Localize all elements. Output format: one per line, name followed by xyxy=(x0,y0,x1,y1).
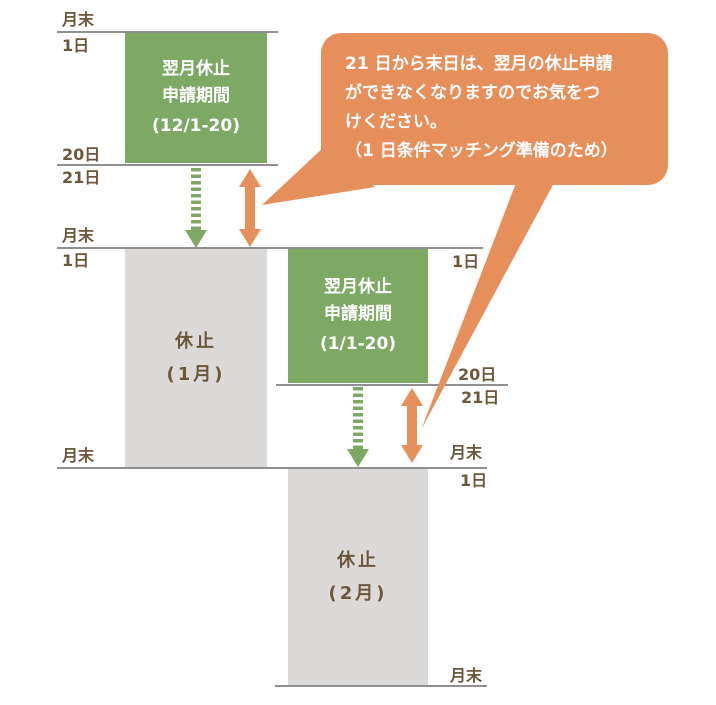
callout-line-2: ができなくなりますのでお気をつ xyxy=(345,83,600,103)
callout-line-3: けください。 xyxy=(345,112,447,132)
label-day21-jan: 21日 xyxy=(461,388,500,407)
line-dec-20-21 xyxy=(57,164,278,166)
apply-period-dec-dates: (12/1-20) xyxy=(152,116,240,136)
label-day1-jan-left: 1日 xyxy=(62,251,90,270)
label-day21-dec: 21日 xyxy=(62,168,101,187)
line-dec-end-jan-start xyxy=(57,247,483,249)
double-headed-arrow2-top-icon xyxy=(401,388,423,406)
label-day20-jan: 20日 xyxy=(458,365,497,384)
line-jan-end-feb-start xyxy=(57,467,487,469)
apply-period-dec-title-line1: 翌月休止 xyxy=(162,59,230,79)
pause-jan-month: (1月) xyxy=(166,364,226,385)
dashed-down-arrowhead-icon xyxy=(185,230,207,248)
apply-period-jan-dates: (1/1-20) xyxy=(319,334,397,354)
callout-line-1: 21 日から末日は、翌月の休止申請 xyxy=(345,54,613,74)
label-month-end-feb: 月末 xyxy=(450,666,483,685)
label-day1-jan-right: 1日 xyxy=(452,252,480,271)
pause-feb-box: 休止 (2月) xyxy=(288,469,428,685)
apply-period-dec-title-line2: 申請期間 xyxy=(162,86,230,106)
pause-feb-title: 休止 xyxy=(337,550,379,571)
label-month-end-jan-left: 月末 xyxy=(62,446,95,465)
apply-period-dec-box: 翌月休止 申請期間 (12/1-20) xyxy=(125,33,267,163)
apply-period-jan-title-line1: 翌月休止 xyxy=(324,277,392,297)
dashed-down-arrowhead2-icon xyxy=(347,449,369,467)
apply-period-jan-title-line2: 申請期間 xyxy=(324,304,392,324)
double-headed-arrow-top-icon xyxy=(239,169,261,187)
callout-tail-icon xyxy=(262,146,375,205)
label-day20-dec: 20日 xyxy=(62,145,101,164)
pause-jan-title: 休止 xyxy=(175,331,217,352)
line-jan-20-21 xyxy=(276,384,508,386)
double-headed-arrow-bottom-icon xyxy=(239,229,261,247)
line-feb-end xyxy=(275,685,487,687)
callout-bubble: 21 日から末日は、翌月の休止申請 ができなくなりますのでお気をつ けください。… xyxy=(321,33,668,185)
label-month-end-jan-right: 月末 xyxy=(450,443,483,462)
callout-tail2-icon xyxy=(421,183,554,430)
pause-feb-month: (2月) xyxy=(328,583,388,604)
line-dec-month-start xyxy=(57,31,278,33)
label-day1-dec: 1日 xyxy=(62,36,90,55)
apply-period-jan-box: 翌月休止 申請期間 (1/1-20) xyxy=(288,249,428,383)
double-headed-arrow2-bottom-icon xyxy=(401,445,423,463)
callout-line-4: （1 日条件マッチング準備のため） xyxy=(345,141,618,161)
label-day1-feb: 1日 xyxy=(460,471,488,490)
label-month-end-dec: 月末 xyxy=(62,226,95,245)
pause-jan-box: 休止 (1月) xyxy=(125,249,267,467)
label-month-end-before-dec: 月末 xyxy=(62,10,95,29)
